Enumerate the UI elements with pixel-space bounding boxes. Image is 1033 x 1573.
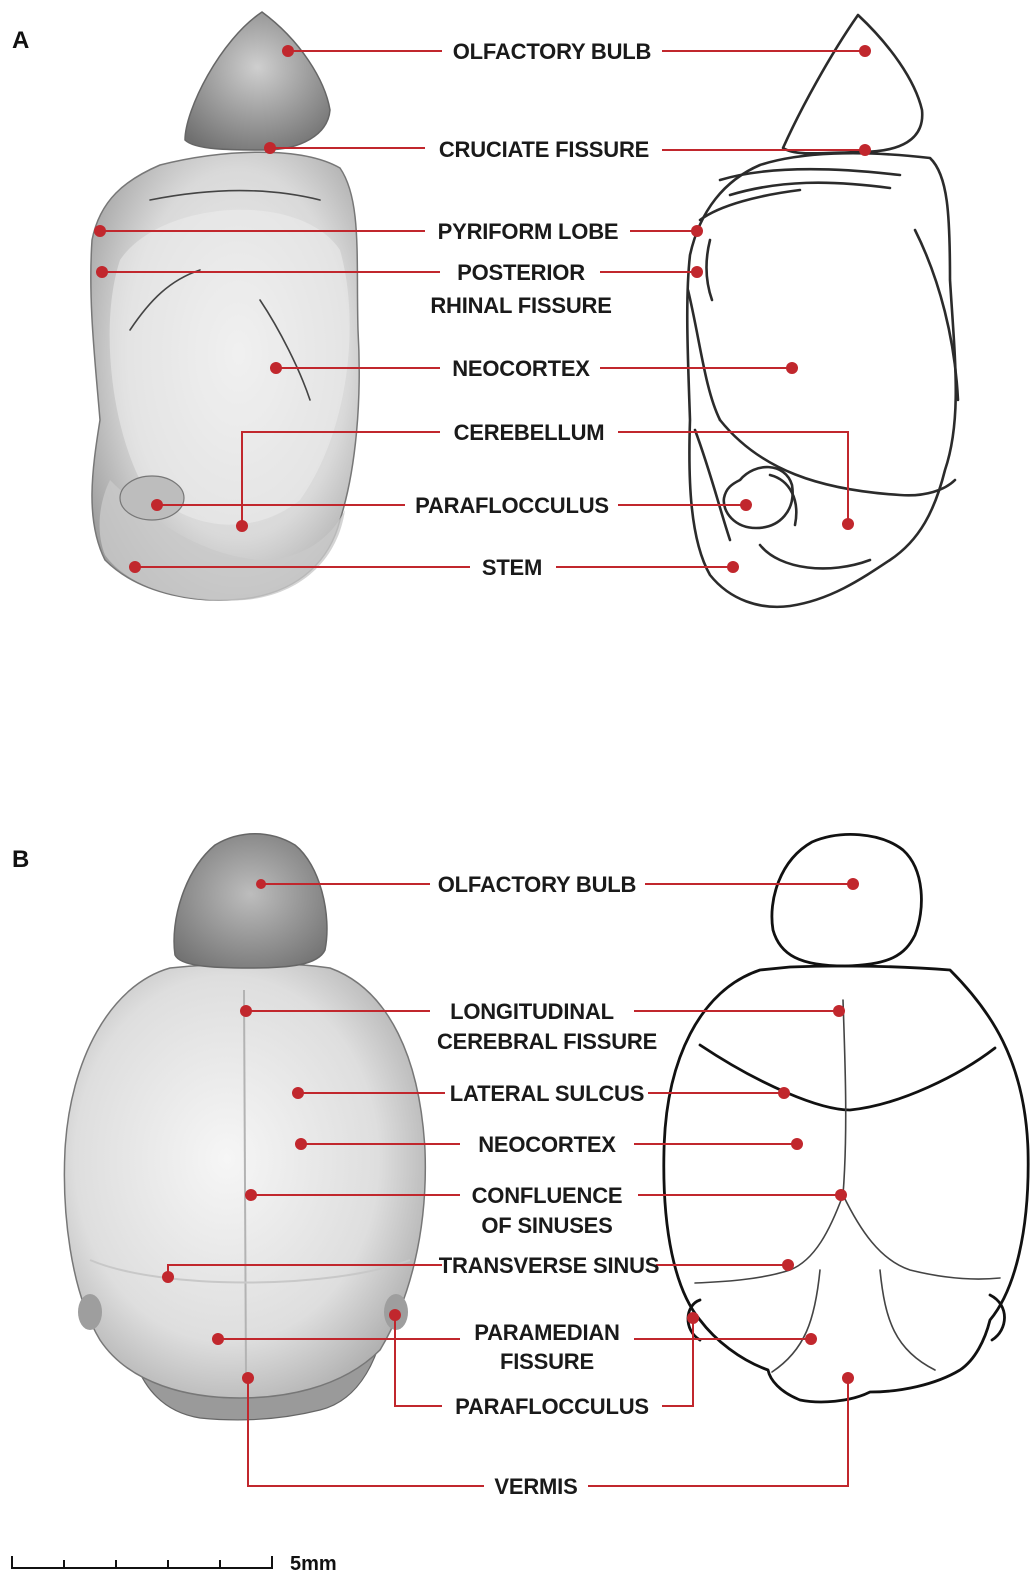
panel-letter-a: A xyxy=(12,27,29,54)
label-b-vermis: VERMIS xyxy=(494,1474,577,1499)
brain-3d-lateral xyxy=(91,12,359,601)
label-b-olfactory-bulb: OLFACTORY BULB xyxy=(438,872,636,897)
label-a-posterior-rhinal-1: POSTERIOR xyxy=(457,260,585,285)
label-b-longitudinal-2: CEREBRAL FISSURE xyxy=(437,1029,657,1054)
label-a-stem: STEM xyxy=(482,555,542,580)
label-a-paraflocculus: PARAFLOCCULUS xyxy=(415,493,609,518)
label-a-neocortex: NEOCORTEX xyxy=(452,356,590,381)
label-a-olfactory-bulb: OLFACTORY BULB xyxy=(453,39,651,64)
label-a-cruciate-fissure: CRUCIATE FISSURE xyxy=(439,137,649,162)
brain-a-olfactory-bulb xyxy=(185,12,330,150)
brain-drawing-dorsal xyxy=(664,834,1028,1401)
brain-a-paraflocculus xyxy=(120,476,184,520)
label-b-transverse-sinus: TRANSVERSE SINUS xyxy=(439,1253,660,1278)
brain-3d-dorsal xyxy=(64,834,425,1420)
brain-drawing-lateral xyxy=(687,15,958,607)
scale-bar: 5mm xyxy=(12,1553,337,1573)
label-b-confluence-2: OF SINUSES xyxy=(481,1213,612,1238)
label-b-paramedian-1: PARAMEDIAN xyxy=(474,1320,619,1345)
brain-b-olfactory-bulb xyxy=(174,834,327,968)
label-b-paramedian-2: FISSURE xyxy=(500,1349,594,1374)
label-a-cerebellum: CEREBELLUM xyxy=(454,420,605,445)
label-a-posterior-rhinal-2: RHINAL FISSURE xyxy=(430,293,611,318)
label-b-neocortex: NEOCORTEX xyxy=(478,1132,616,1157)
scale-bar-label: 5mm xyxy=(290,1553,337,1573)
labels-a: OLFACTORY BULB CRUCIATE FISSURE PYRIFORM… xyxy=(415,39,651,580)
label-b-longitudinal-1: LONGITUDINAL xyxy=(450,999,614,1024)
label-b-lateral-sulcus: LATERAL SULCUS xyxy=(450,1081,644,1106)
label-b-paraflocculus: PARAFLOCCULUS xyxy=(455,1394,649,1419)
panel-letter-b: B xyxy=(12,846,29,873)
labels-b: OLFACTORY BULB LONGITUDINAL CEREBRAL FIS… xyxy=(437,872,659,1499)
label-a-pyriform-lobe: PYRIFORM LOBE xyxy=(438,219,619,244)
label-b-confluence-1: CONFLUENCE xyxy=(472,1183,623,1208)
